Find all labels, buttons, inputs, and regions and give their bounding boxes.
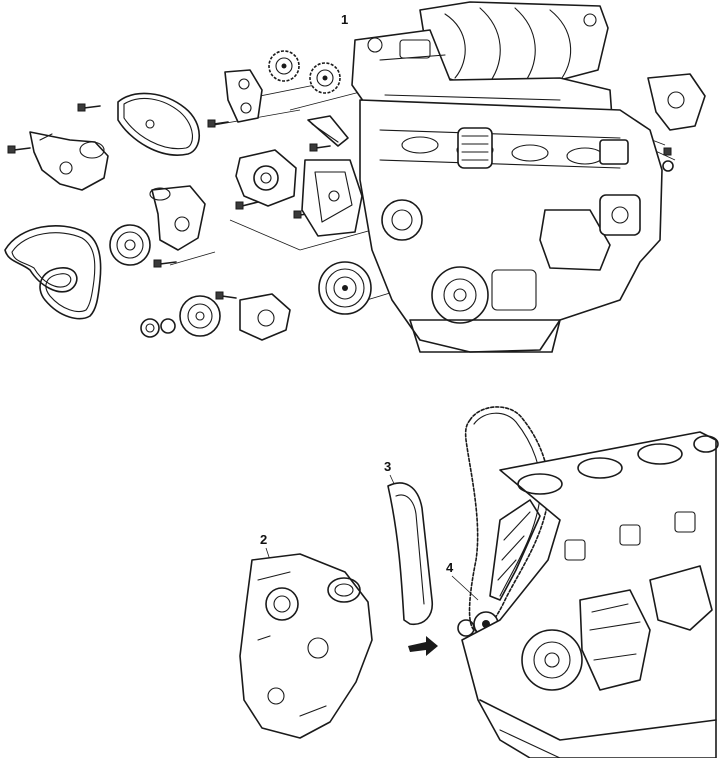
camshaft-adjuster-bracket — [224, 69, 263, 123]
camshaft-sprocket-intake — [268, 50, 300, 82]
callout-3: 3 — [384, 459, 391, 474]
bolt — [153, 259, 177, 268]
mounting-bracket — [301, 159, 363, 237]
bolt-group — [7, 103, 331, 300]
intake-manifold — [419, 1, 609, 87]
engine-block-bottom — [457, 431, 719, 758]
bolt — [215, 291, 237, 300]
water-pump — [235, 149, 297, 207]
bolt — [77, 103, 101, 112]
callout-1: 1 — [341, 12, 348, 27]
bolt — [7, 145, 31, 154]
crankshaft-pulley — [318, 261, 372, 315]
tensioner-pulley — [179, 295, 221, 337]
belt-tensioner — [239, 293, 291, 341]
idler-pulley — [109, 224, 151, 266]
engine-block-top — [359, 99, 663, 353]
pulley-washer — [140, 318, 176, 338]
sensor-unit — [599, 139, 629, 165]
chain-guide-rail — [489, 499, 541, 601]
timing-case-cover — [239, 553, 373, 739]
leader-line-4 — [451, 575, 479, 601]
coolant-pipe — [149, 185, 206, 251]
bolt — [207, 119, 229, 128]
cover-gasket — [117, 92, 200, 156]
bottom-exploded-view: 2 3 4 — [239, 406, 719, 758]
tensioner-rail — [387, 482, 434, 625]
camshaft-sprocket-exhaust — [309, 62, 341, 94]
direction-arrow-icon — [408, 636, 438, 656]
tensioner-spindle — [307, 115, 349, 147]
bolt — [309, 143, 331, 152]
callout-4: 4 — [446, 560, 454, 575]
thermostat-housing — [29, 131, 109, 191]
o-ring-seal — [662, 147, 674, 172]
callout-2: 2 — [260, 532, 267, 547]
top-exploded-view: 1 — [4, 1, 706, 353]
coolant-outlet — [647, 73, 706, 131]
bolt — [235, 201, 259, 210]
drive-belt — [4, 225, 102, 320]
